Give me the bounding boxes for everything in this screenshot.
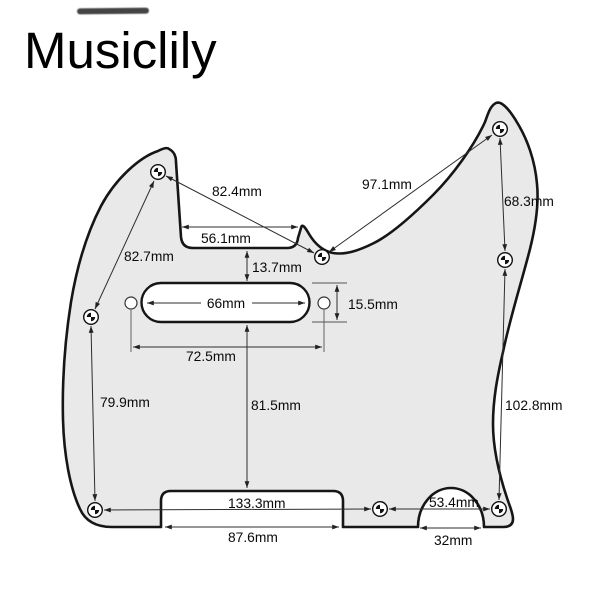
dim-label-upper-left-diag: 82.7mm — [124, 249, 174, 264]
dim-label-bridge-cutout-width: 87.6mm — [228, 530, 278, 545]
pickup-screw-hole-left — [124, 296, 138, 310]
label-backing — [201, 294, 252, 310]
dim-label-pickup-length: 66mm — [207, 296, 245, 311]
dim-label-jack-cutout-width: 32mm — [434, 533, 472, 548]
screw-hole-top-middle — [314, 248, 330, 265]
dim-line-lower-screw-span — [103, 506, 372, 513]
screw-hole-top-left — [149, 163, 167, 181]
screw-hole-right-upper — [497, 251, 513, 268]
dim-label-top-right-diag: 97.1mm — [362, 177, 412, 192]
dim-line-left-edge-span — [88, 325, 98, 502]
dim-line-top-left-diag — [165, 175, 315, 254]
brand-logo: Musiclily — [24, 22, 217, 79]
dim-label-notch-to-pickup: 13.7mm — [252, 260, 302, 275]
dim-line-upper-left-diag — [94, 180, 155, 310]
dim-label-pickup-height: 15.5mm — [348, 297, 398, 312]
dim-label-pickup-to-bridge: 81.5mm — [251, 398, 301, 413]
screw-hole-bottom-left — [86, 502, 104, 518]
pickup-screw-hole-right — [317, 296, 331, 310]
dim-line-right-edge-span — [496, 268, 508, 501]
dim-label-neck-notch-width: 56.1mm — [201, 231, 251, 246]
dim-label-right-edge-span: 102.8mm — [505, 398, 563, 413]
dim-line-upper-right-span — [497, 137, 508, 252]
screw-hole-bottom-right — [491, 501, 507, 517]
screw-hole-left-middle — [82, 309, 100, 325]
dim-label-pickup-screw-spacing: 72.5mm — [186, 349, 236, 364]
screw-hole-bottom-middle — [372, 501, 388, 517]
screw-hole-top-right — [492, 120, 508, 138]
dim-label-lower-right-span: 53.4mm — [429, 495, 479, 510]
dim-label-upper-right-span: 68.3mm — [504, 194, 554, 209]
dim-label-left-edge-span: 79.9mm — [100, 395, 150, 410]
dim-line-top-right-diag — [328, 134, 493, 253]
dim-label-top-left-diag: 82.4mm — [212, 184, 262, 199]
dim-label-lower-screw-span: 133.3mm — [228, 496, 286, 511]
